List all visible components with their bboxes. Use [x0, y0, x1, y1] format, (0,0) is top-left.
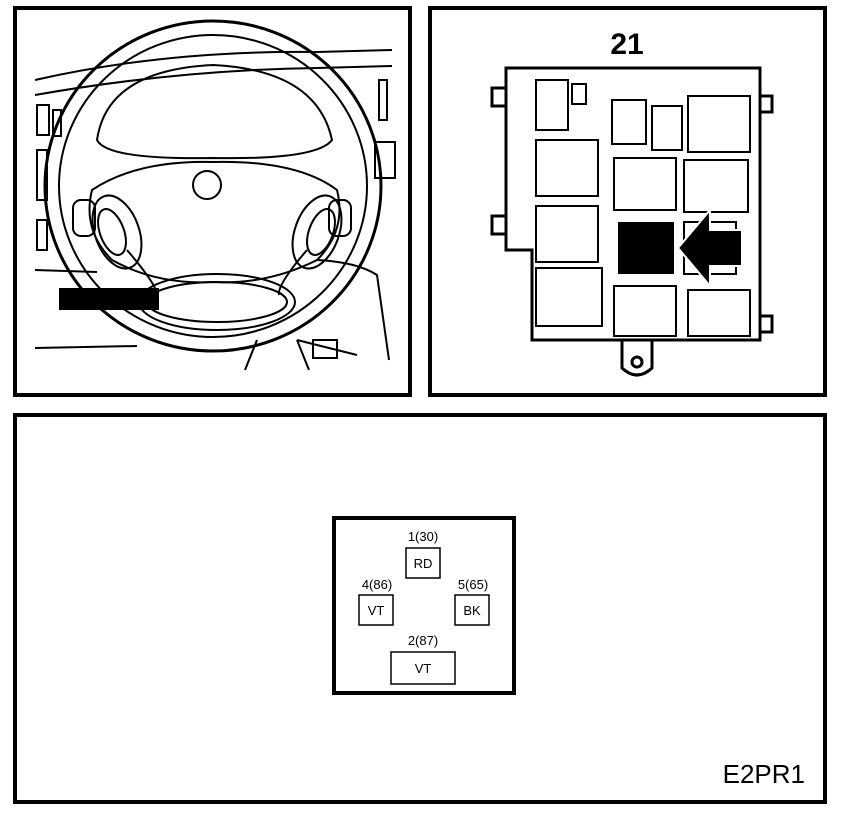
pin-1-label: 1(30): [408, 529, 438, 544]
relay-pinout-drawing: 1(30) RD 4(86) VT 5(65) BK 2(87) VT: [332, 516, 516, 695]
pin-5-box: [454, 594, 490, 626]
highlighted-relay: [618, 222, 674, 274]
figure-code: E2PR1: [722, 759, 805, 789]
relay-pinout-panel: 1(30) RD 4(86) VT 5(65) BK 2(87) VT E2PR…: [13, 413, 827, 804]
pin-2-color: VT: [415, 661, 432, 676]
relay-body: [332, 516, 516, 695]
pin-5-label: 5(65): [458, 577, 488, 592]
steering-wheel-panel: [13, 6, 412, 397]
pin-4-color: VT: [368, 603, 385, 618]
pin-1-box: [405, 547, 441, 579]
pin-4-box: [358, 594, 394, 626]
fuse-box-panel: 21: [428, 6, 827, 397]
pin-4-label: 4(86): [362, 577, 392, 592]
fuse-box-number: 21: [610, 28, 643, 61]
pin-1-color: RD: [414, 556, 433, 571]
pin-2-box: [390, 651, 456, 685]
relay-location-marker: [59, 288, 159, 310]
left-arrow-icon: [676, 207, 743, 289]
fuse-box-drawing: 21: [490, 28, 774, 377]
pin-2-label: 2(87): [408, 633, 438, 648]
steering-wheel-drawing: [34, 19, 396, 371]
pin-5-color: BK: [463, 603, 481, 618]
